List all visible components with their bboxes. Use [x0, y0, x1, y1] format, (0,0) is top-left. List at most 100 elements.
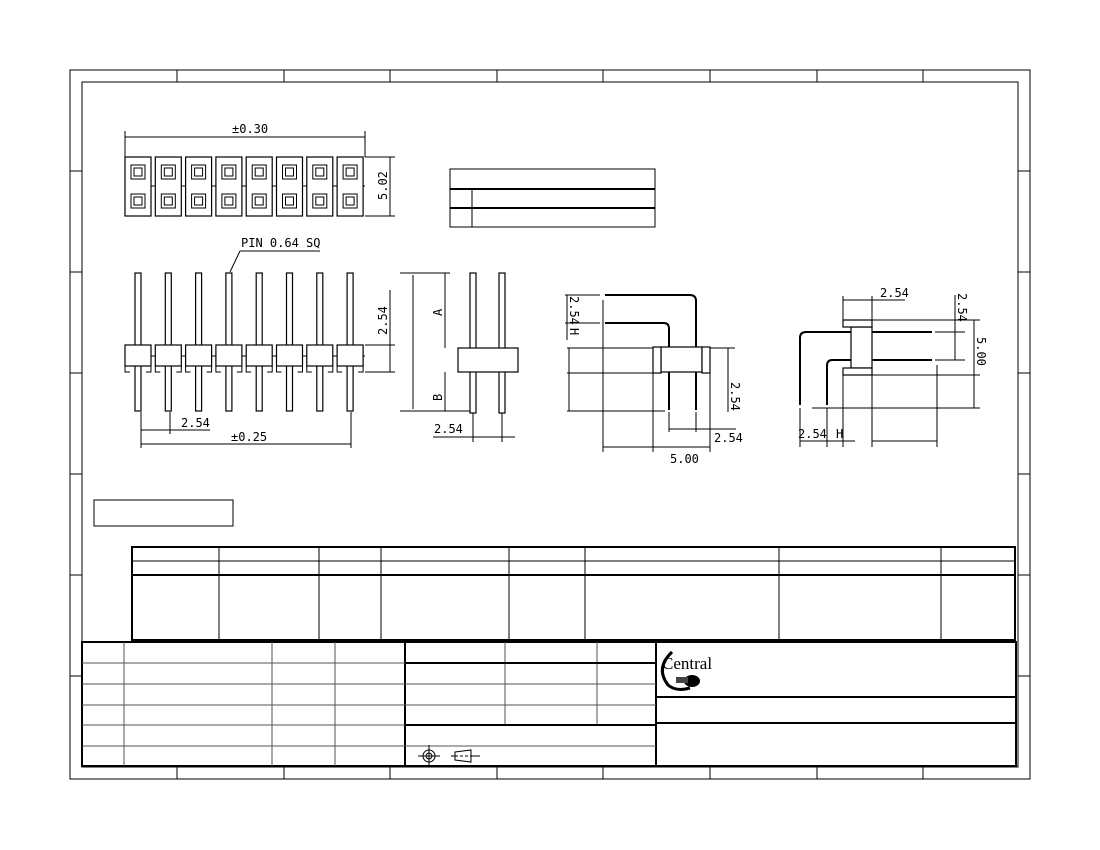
insulator-end-block [652, 346, 662, 374]
pin-square [251, 193, 267, 209]
pin [285, 272, 294, 412]
top-height-dim: 5.02 [376, 171, 390, 200]
pin [346, 272, 354, 412]
pin-square-inner [315, 167, 325, 177]
title-block-left-grid [82, 642, 405, 766]
pin-square-inner [194, 167, 204, 177]
logo-text: Central [662, 654, 712, 673]
front-pitch-dim: 2.54 [181, 416, 210, 430]
right-angle-view-1: 2.54 H 2.54 2.54 5.00 [565, 294, 743, 466]
pin-square [312, 164, 328, 180]
pin-square-inner [194, 196, 204, 206]
pin-square [251, 164, 267, 180]
housing-foot [185, 366, 213, 373]
outer-frame [69, 69, 1031, 780]
housing-foot [154, 366, 182, 373]
pin [225, 272, 233, 412]
pin-lower [605, 322, 670, 410]
right-angle-view-2: 2.54 2.54 5.00 2.54 H [798, 286, 988, 447]
housing-cell [215, 344, 243, 367]
revision-table-small [449, 168, 656, 228]
housing-cell [124, 344, 152, 367]
pin [164, 272, 172, 412]
housing-cell [124, 156, 152, 217]
side-pitch-dim: 2.54 [434, 422, 463, 436]
pin [469, 272, 477, 414]
title-block-border [81, 641, 1017, 767]
projection-cone [451, 749, 480, 763]
insulator-body [457, 347, 519, 373]
pin-square-inner [133, 167, 143, 177]
label-b: B [431, 394, 445, 401]
housing-cell [336, 156, 364, 217]
housing-cell [306, 156, 334, 217]
ra1-overall-dim: 5.00 [670, 452, 699, 466]
pin-square [312, 193, 328, 209]
pin-note-leader [229, 250, 241, 273]
housing-cell [215, 156, 243, 217]
pin-square [160, 193, 176, 209]
pin-square-inner [345, 167, 355, 177]
housing-foot [276, 366, 303, 373]
housing-cell [306, 344, 334, 367]
spec-table [131, 546, 1016, 641]
front-height-dim: 2.54 [376, 306, 390, 335]
ra1-label-h: H [567, 328, 581, 335]
pin-square [282, 164, 297, 180]
pin-square-inner [163, 167, 173, 177]
ra2-label-h: H [836, 427, 843, 441]
pin-square [160, 164, 176, 180]
housing-foot [124, 366, 152, 373]
central-logo: Central [660, 650, 712, 691]
pin-square [221, 164, 237, 180]
pin-square [282, 193, 297, 209]
pin-square-inner [254, 196, 264, 206]
pin-square [130, 164, 146, 180]
housing-cell [185, 156, 213, 217]
housing-foot [245, 366, 273, 373]
front-width-tolerance: ±0.25 [231, 430, 267, 444]
insulator-body [850, 326, 873, 369]
pin [134, 272, 142, 412]
pin-square [342, 193, 358, 209]
table-border [449, 168, 656, 228]
housing-cell [245, 344, 273, 367]
pin [195, 272, 203, 412]
top-view-cells [124, 156, 365, 217]
pin-inner [826, 359, 851, 405]
top-width-tolerance: ±0.30 [232, 122, 268, 136]
ra2-top-dim: 2.54 [880, 286, 909, 300]
spec-table-columns [218, 547, 942, 640]
insulator-body [660, 346, 703, 373]
part-number-box [93, 499, 234, 527]
housing-cell [275, 156, 304, 217]
ra1-body-dim: 2.54 [728, 382, 742, 411]
pin-upper [605, 294, 697, 410]
housing-cell [275, 344, 304, 367]
pin-square [191, 193, 207, 209]
ra2-height-dim: 5.00 [974, 337, 988, 366]
title-block-middle-grid [405, 642, 656, 747]
pin-square-inner [345, 196, 355, 206]
logo-connector-body [676, 677, 688, 683]
pin-square-inner [285, 196, 294, 206]
housing-cell [154, 344, 182, 367]
ra1-pitch-v: 2.54 [567, 296, 581, 325]
pin [498, 272, 506, 414]
housing-foot [215, 366, 243, 373]
insulator-end-block [701, 346, 711, 374]
front-view-pins [124, 272, 365, 412]
pin-square-inner [133, 196, 143, 206]
pin-square-inner [163, 196, 173, 206]
housing-cell [336, 344, 364, 367]
pin-square [130, 193, 146, 209]
table-border [131, 546, 1016, 641]
housing-cell [245, 156, 273, 217]
label-a: A [431, 308, 445, 316]
housing-foot [336, 366, 364, 373]
ra1-pitch-h: 2.54 [714, 431, 743, 445]
front-view: PIN 0.64 SQ 2.54 2.54 ±0.25 [124, 236, 395, 448]
housing-foot [306, 366, 334, 373]
